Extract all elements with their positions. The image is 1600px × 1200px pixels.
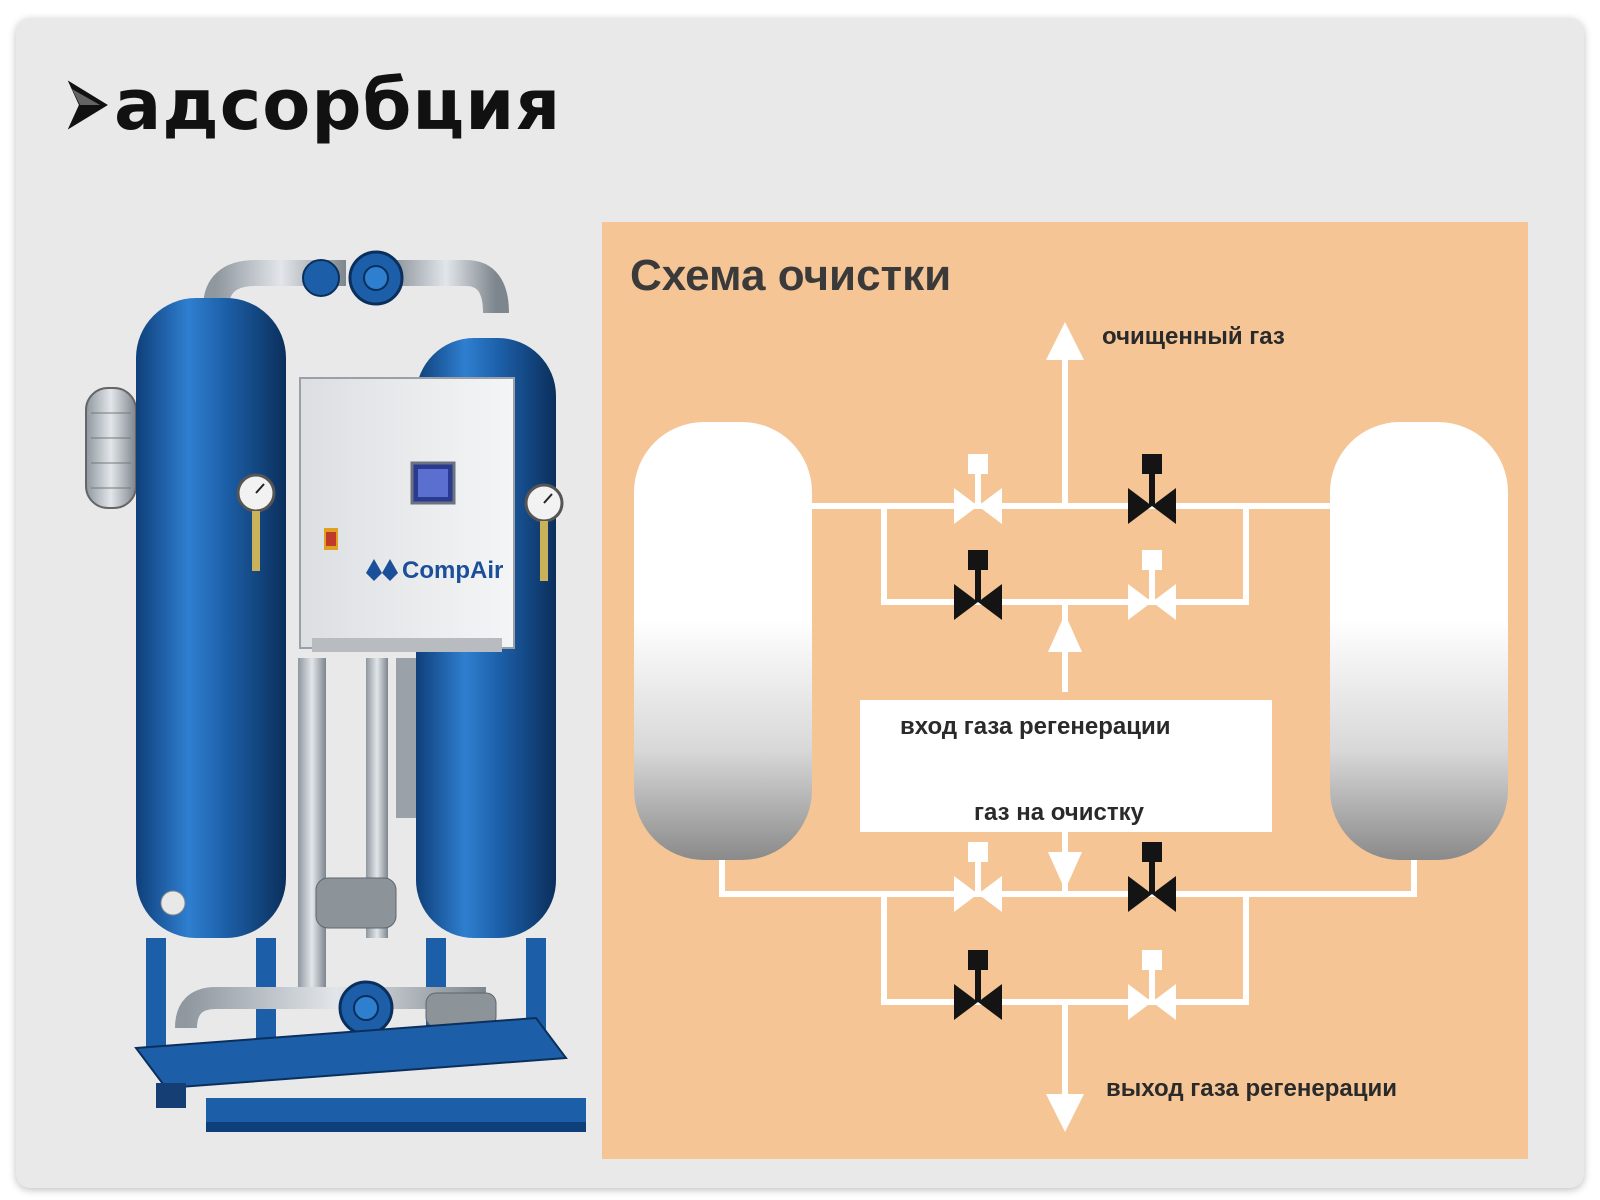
scheme-diagram: Схема очистки (602, 222, 1528, 1159)
arrowhead-bullet-icon (67, 80, 108, 130)
dryer-photo: CompAir (66, 238, 586, 1178)
arrow-down-regen-out (1046, 1094, 1084, 1132)
arrow-up-clean-gas (1046, 322, 1084, 360)
label-gas-in: газ на очистку (974, 799, 1145, 826)
slide: адсорбция (16, 18, 1584, 1188)
valve-open-icon (954, 454, 1002, 524)
slide-title-text: адсорбция (114, 64, 562, 146)
label-regen-out: выход газа регенерации (1106, 1075, 1397, 1102)
valve-open-icon (1128, 550, 1176, 620)
slide-title: адсорбция (66, 70, 561, 140)
label-regen-in: вход газа регенерации (900, 713, 1170, 740)
pressure-gauge-icon (524, 483, 564, 581)
left-vessel-icon (136, 298, 286, 1048)
compair-logo-icon: CompAir (366, 557, 503, 584)
valve-closed-icon (954, 550, 1002, 620)
valve-open-icon (1128, 950, 1176, 1020)
left-adsorber-vessel (634, 422, 812, 860)
valve-closed-icon (954, 950, 1002, 1020)
arrow-down-gas-in (1048, 852, 1082, 890)
base-frame-icon (134, 1016, 586, 1132)
valve-closed-icon (1128, 842, 1176, 912)
adsorption-dryer-illustration: CompAir (85, 250, 586, 1132)
right-adsorber-vessel (1330, 422, 1508, 860)
scheme-title: Схема очистки (630, 251, 951, 300)
silencer-icon (85, 387, 137, 509)
purification-scheme: Схема очистки (602, 222, 1528, 1159)
control-cabinet-icon (299, 377, 515, 652)
valve-closed-icon (1128, 454, 1176, 524)
arrow-up-regen-in (1048, 614, 1082, 652)
valve-open-icon (954, 842, 1002, 912)
pressure-gauge-icon (236, 473, 276, 571)
brand-label: CompAir (402, 557, 503, 584)
upper-piping (812, 352, 1330, 692)
label-box (860, 700, 1272, 832)
label-clean-gas: очищенный газ (1102, 323, 1285, 350)
